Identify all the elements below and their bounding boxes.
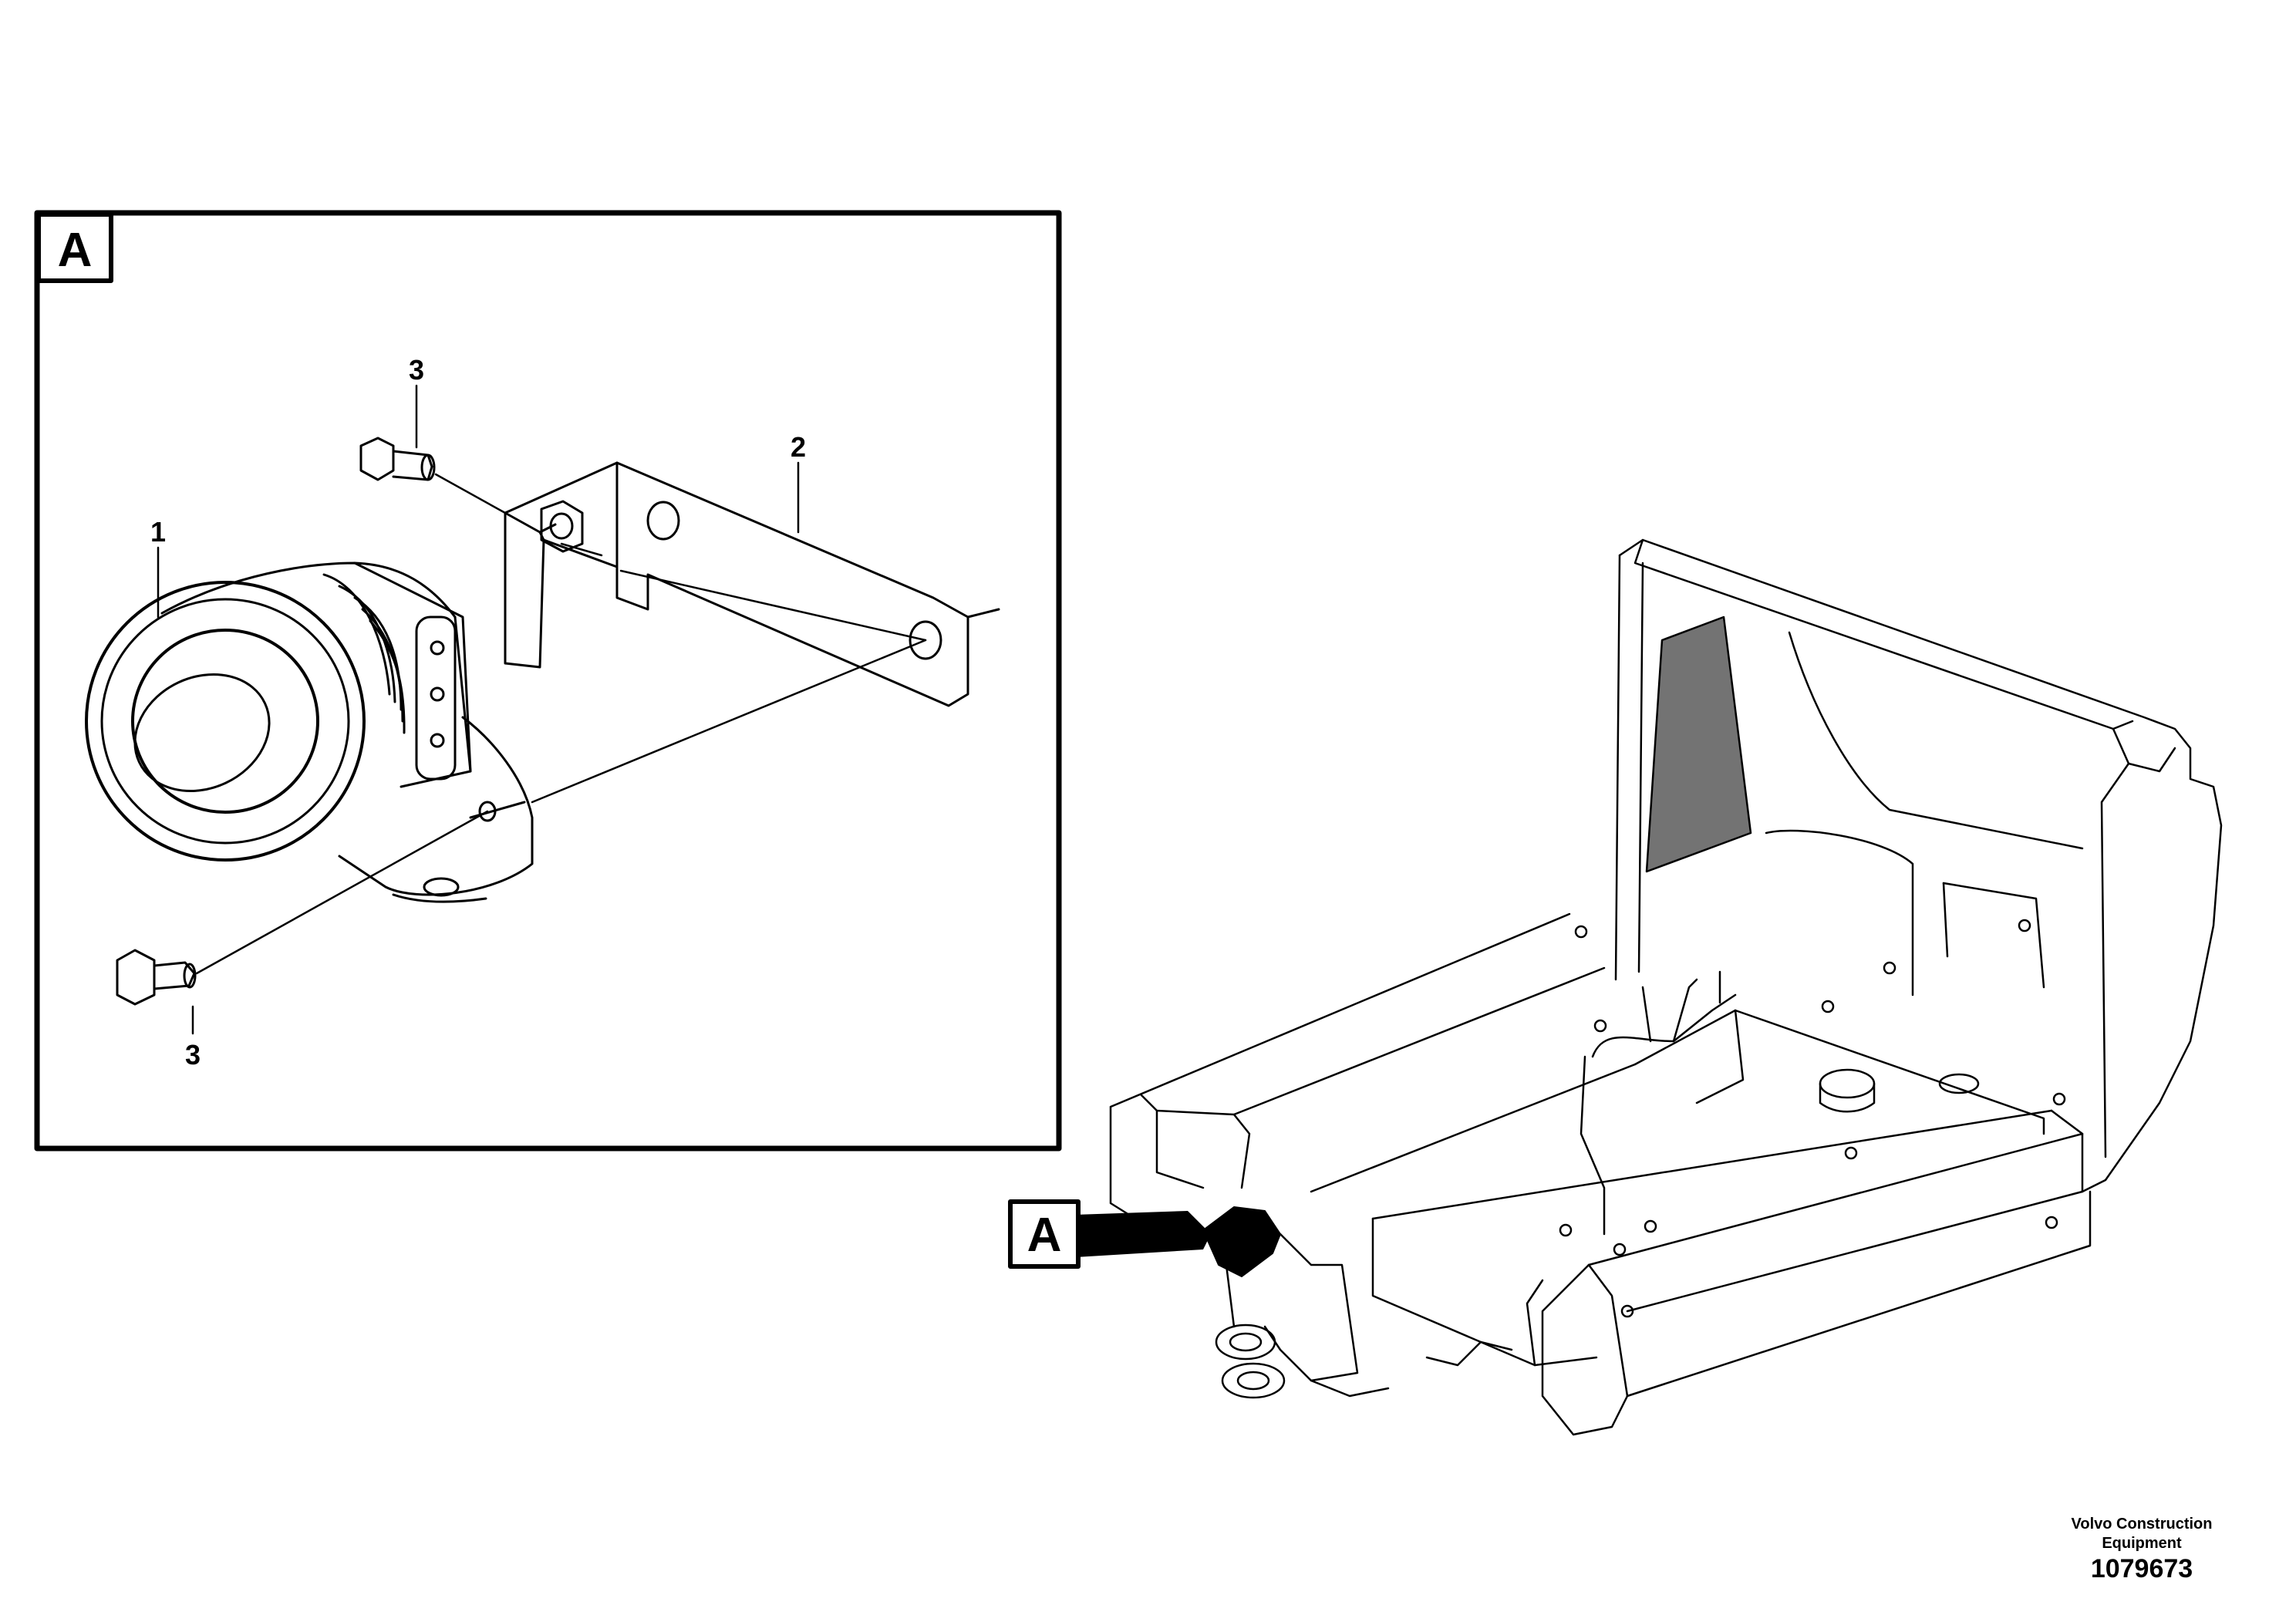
detail-frame <box>34 210 1062 1152</box>
callout-part-1: 1 <box>150 516 166 548</box>
detail-view-a: A <box>34 210 1062 1152</box>
mounting-bracket <box>504 461 1000 707</box>
leader-lines <box>157 384 800 1035</box>
callout-part-2: 2 <box>791 431 806 463</box>
cab-wall <box>1618 538 2223 1193</box>
mesh-grille <box>1645 615 1752 873</box>
reference-label: A <box>1027 1209 1062 1262</box>
detail-label: A <box>58 224 93 277</box>
detail-label-box <box>36 212 113 283</box>
assembly-lines <box>195 473 927 975</box>
lamp-location-highlight <box>1202 1206 1281 1277</box>
reference-marker-a: A <box>1008 1199 1211 1269</box>
document-number: 1079673 <box>2090 1554 2193 1583</box>
base-frame <box>1109 912 1571 1243</box>
brand-name-line-2: Equipment <box>2102 1535 2182 1552</box>
machine-overview <box>1109 538 2223 1436</box>
callout-part-3-upper: 3 <box>409 354 424 386</box>
reference-arrow <box>1076 1211 1211 1257</box>
overview-fasteners <box>1559 919 2066 1318</box>
bolt-lower <box>116 949 197 1006</box>
reference-label-box <box>1008 1199 1081 1269</box>
callout-part-3-lower: 3 <box>185 1039 201 1071</box>
bolt-upper <box>359 437 436 481</box>
brand-name-line-1: Volvo Construction <box>2071 1516 2213 1533</box>
swing-bracket <box>1248 1225 1359 1382</box>
work-lamp <box>85 561 534 903</box>
